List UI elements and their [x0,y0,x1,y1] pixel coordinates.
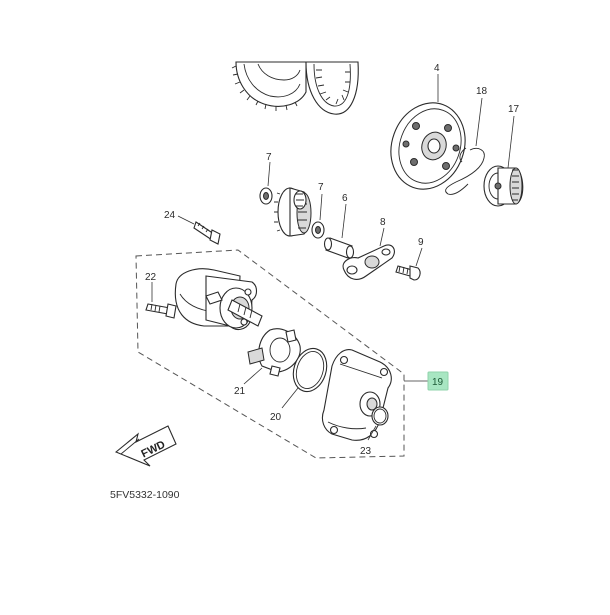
callout-7-lower: 7 [318,182,324,193]
compound-gear [274,187,312,237]
bolt-24 [193,221,221,245]
callout-8: 8 [380,217,386,228]
clutch-bearing [305,61,359,115]
callout-17: 17 [508,104,520,115]
callout-6: 6 [342,193,348,204]
callout-22: 22 [145,272,157,283]
callout-9: 9 [418,237,424,248]
callout-19: 19 [432,377,444,388]
bolt-22 [145,303,177,319]
starter-motor [174,268,263,331]
washer-lower [311,221,325,239]
callout-7-upper: 7 [266,152,272,163]
callout-21: 21 [234,386,246,397]
brush-holder [247,328,301,377]
assembly-outline [135,249,405,459]
spring-clip [445,147,485,195]
retainer-plate [342,244,395,280]
diagram-code: 5FV5332-1090 [110,489,180,501]
washer-upper [259,187,273,205]
ring-gear [231,61,307,111]
callout-4: 4 [434,63,440,74]
o-ring [292,347,328,393]
callout-19-highlight[interactable] [427,371,449,391]
callout-24: 24 [164,210,176,221]
idle-gear [483,165,524,207]
callout-23: 23 [360,446,372,457]
callout-20: 20 [270,412,282,423]
starter-clutch-plate [390,102,466,190]
end-cover [321,349,392,441]
screw-9 [395,265,421,281]
callout-18: 18 [476,86,488,97]
fwd-arrow-icon: FWD [114,425,177,467]
shaft [323,237,355,259]
small-o-ring [371,406,389,426]
